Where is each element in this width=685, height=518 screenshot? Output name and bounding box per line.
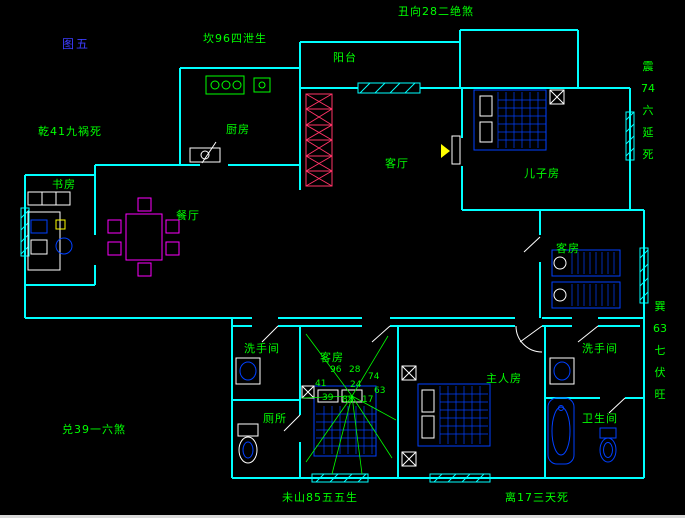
window-edge bbox=[0, 515, 685, 518]
bed-icon-guest-right bbox=[551, 249, 621, 309]
annotation-char: 旺 bbox=[654, 388, 666, 401]
figure-label: 图五 bbox=[62, 37, 91, 51]
room-label-balcony: 阳台 bbox=[333, 51, 357, 64]
room-label-guest-center: 客房 bbox=[320, 351, 344, 364]
annotation-char: 74 bbox=[641, 82, 655, 95]
stove-icon bbox=[205, 75, 271, 95]
star-ne: 74 bbox=[368, 372, 380, 382]
walls bbox=[24, 29, 645, 479]
annotation-char: 延 bbox=[642, 126, 654, 139]
annotation-char: 死 bbox=[642, 148, 654, 161]
annotation-char: 七 bbox=[654, 344, 666, 357]
annotation-bottom-right: 离17三天死 bbox=[505, 491, 569, 504]
star-center: 24 bbox=[350, 380, 362, 390]
toilet-icon-left bbox=[237, 423, 259, 464]
compass-lines bbox=[301, 333, 397, 475]
desk-icon bbox=[27, 191, 73, 271]
annotation-right-upper: 震 74 六 延 死 bbox=[641, 60, 655, 161]
annotation-char: 震 bbox=[642, 60, 654, 73]
annotation-left: 乾41九祸死 bbox=[38, 125, 102, 138]
annotation-top-left: 坎96四泄生 bbox=[203, 32, 267, 45]
annotation-bottom-left: 兑39一六煞 bbox=[62, 423, 126, 436]
dining-table-icon bbox=[107, 197, 180, 277]
annotation-char: 63 bbox=[653, 322, 667, 335]
window-hatch bbox=[20, 82, 649, 483]
annotation-right-lower: 巽 63 七 伏 旺 bbox=[653, 300, 667, 401]
room-label-study: 书房 bbox=[52, 178, 76, 191]
room-label-son-room: 儿子房 bbox=[524, 167, 560, 180]
room-label-dining: 餐厅 bbox=[176, 209, 200, 222]
room-label-washroom-left: 洗手间 bbox=[244, 342, 280, 355]
sink-icon bbox=[189, 147, 221, 163]
star-n: 28 bbox=[349, 365, 361, 375]
room-label-master: 主人房 bbox=[486, 372, 522, 385]
cabinet-icon bbox=[305, 93, 333, 187]
bed-icon-master bbox=[401, 365, 491, 467]
star-e: 63 bbox=[374, 386, 386, 396]
star-se: 17 bbox=[362, 395, 374, 405]
room-label-guest-right: 客房 bbox=[556, 242, 580, 255]
room-label-toilet: 厕所 bbox=[263, 412, 287, 425]
annotation-bottom-center: 未山85五五生 bbox=[282, 491, 358, 504]
bed-icon-son bbox=[473, 89, 565, 151]
room-label-bathroom: 卫生间 bbox=[582, 412, 618, 425]
washbasin-icon-left bbox=[235, 357, 261, 385]
bathtub-icon bbox=[547, 397, 575, 465]
star-s: 85 bbox=[342, 395, 354, 405]
room-label-living: 客厅 bbox=[385, 157, 409, 170]
annotation-top: 丑向28二绝煞 bbox=[398, 5, 474, 18]
star-nw: 96 bbox=[330, 365, 342, 375]
annotation-char: 伏 bbox=[654, 366, 666, 379]
star-w: 41 bbox=[315, 379, 327, 389]
washbasin-icon-right bbox=[549, 357, 575, 385]
room-label-kitchen: 厨房 bbox=[226, 123, 250, 136]
star-sw: 39 bbox=[322, 393, 334, 403]
toilet-icon-right bbox=[599, 427, 617, 463]
room-label-washroom-right: 洗手间 bbox=[582, 342, 618, 355]
annotation-char: 六 bbox=[642, 104, 654, 117]
annotation-char: 巽 bbox=[654, 300, 666, 313]
door-icon bbox=[441, 135, 461, 165]
door-icons bbox=[201, 141, 626, 432]
